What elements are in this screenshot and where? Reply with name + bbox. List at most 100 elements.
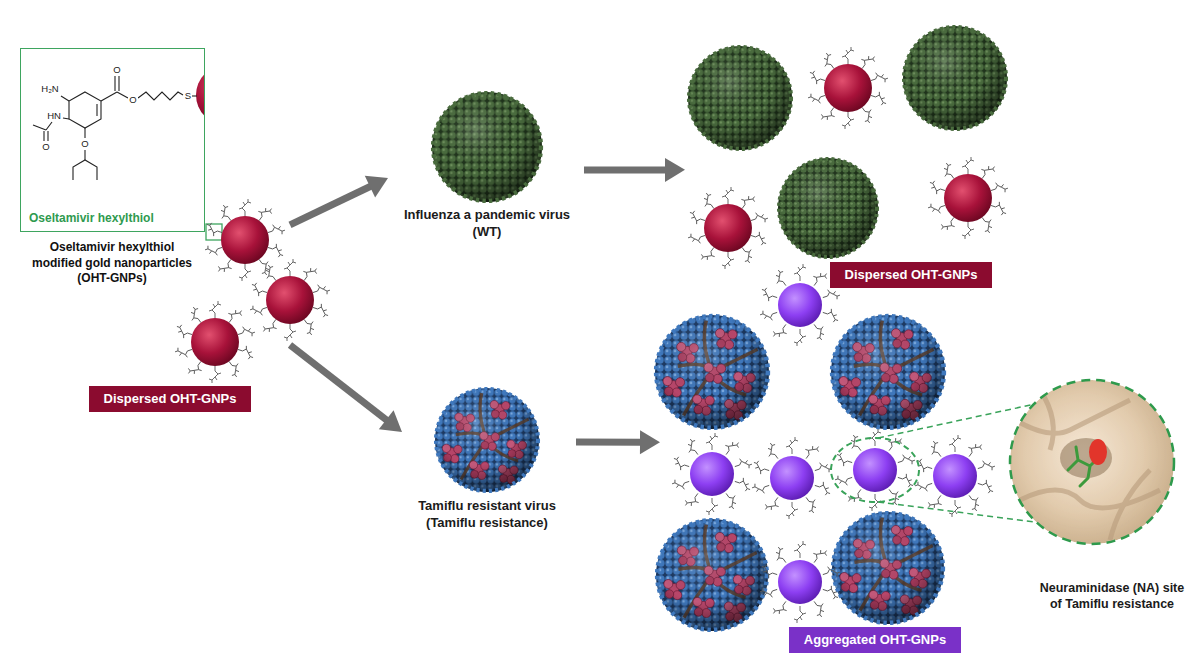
use-shape: [751, 437, 833, 519]
use-shape: [903, 26, 1007, 130]
ellipse-shape: [1060, 438, 1112, 478]
line-shape: [117, 92, 128, 98]
text-slot: Dispersed OHT-GNPs: [89, 386, 252, 412]
text-slot: Tamiflu resistant virus (Tamiflu resista…: [402, 498, 572, 532]
circle-shape: [196, 65, 205, 125]
virus-node: Tamiflu resistant virus (Tamiflu resista…: [402, 384, 576, 546]
use-shape: [807, 47, 889, 129]
arrow-head: [365, 176, 388, 198]
use-shape: [656, 519, 768, 631]
use-shape: [655, 315, 769, 429]
line-shape: [192, 95, 197, 96]
atom-label: O: [128, 95, 137, 105]
virus-caption: Tamiflu resistant virus (Tamiflu resista…: [402, 498, 572, 532]
oseltamivir-structure: [33, 76, 197, 180]
zoom-inset: Neuraminidase (NA) site of Tamiflu resis…: [1005, 376, 1195, 621]
line-shape: [84, 150, 85, 160]
virus-caption: Influenza a pandemic virus (WT): [397, 207, 577, 241]
atom-label: S: [184, 91, 192, 101]
flow-arrow: [290, 176, 388, 225]
use-shape: [204, 199, 286, 281]
use-shape: [832, 512, 944, 624]
g-shape: [1015, 390, 1160, 540]
inset-caption: Neuraminidase (NA) site of Tamiflu resis…: [1036, 580, 1188, 613]
line-shape: [47, 131, 48, 141]
text-slot: Neuraminidase (NA) site of Tamiflu resis…: [1036, 580, 1188, 613]
line-shape: [84, 128, 85, 138]
path-shape: [1110, 470, 1150, 540]
line-shape: [96, 104, 97, 116]
atom-label: O: [41, 142, 50, 152]
use-shape: [688, 46, 792, 150]
zoom-ellipse: [831, 438, 919, 502]
use-shape: [759, 541, 841, 623]
status-badge: Dispersed OHT-GNPs: [89, 386, 252, 412]
zoom-circle: [1010, 380, 1174, 544]
arrow-shaft: [290, 345, 388, 421]
text-slot: Dispersed OHT-GNPs: [830, 262, 993, 288]
use-shape: [249, 259, 331, 341]
use-shape: [174, 301, 256, 383]
atom-label: O: [80, 139, 89, 149]
gnp-group: Oseltamivir hexylthiol modified gold nan…: [15, 40, 290, 418]
flow-arrow: [576, 430, 660, 454]
arrow-shaft: [584, 166, 667, 173]
atom-label: O: [112, 65, 121, 75]
arrow-head: [640, 430, 660, 454]
use-shape: [687, 187, 769, 269]
circle-shape: [1010, 380, 1174, 544]
text-slot: O: [41, 142, 50, 152]
atom-label: HN: [46, 111, 62, 121]
line-shape: [46, 122, 52, 130]
line-shape: [101, 92, 117, 101]
use-shape: [831, 315, 945, 429]
use-shape: [778, 158, 878, 258]
use-shape: [834, 429, 916, 511]
text-slot: O: [128, 95, 137, 105]
arrow-shaft: [576, 438, 642, 445]
path-shape: [1040, 390, 1053, 450]
result-group: Aggregated OHT-GNPs: [660, 294, 990, 657]
use-shape: [914, 435, 996, 517]
protein-surface: [1010, 380, 1174, 544]
arrow-head: [379, 410, 402, 432]
line-shape: [114, 76, 115, 91]
node-label: Oseltamivir hexylthiol modified gold nan…: [26, 240, 198, 287]
text-slot: S: [184, 91, 192, 101]
flow-arrow: [584, 158, 685, 182]
status-badge: Aggregated OHT-GNPs: [789, 627, 961, 653]
inset-title: Oseltamivir hexylthiol: [29, 211, 154, 225]
status-badge: Dispersed OHT-GNPs: [830, 262, 993, 288]
result-group: Dispersed OHT-GNPs: [685, 20, 1015, 292]
line-shape: [61, 96, 69, 101]
line-shape: [43, 131, 44, 141]
text-slot: Aggregated OHT-GNPs: [789, 627, 961, 653]
text-slot: O: [112, 65, 121, 75]
text-slot: HN: [46, 111, 62, 121]
arrow-shaft: [290, 186, 372, 225]
inset-ground: [20, 48, 205, 232]
zoom-line: [878, 502, 1035, 522]
text-slot: H₂N: [40, 84, 59, 94]
use-shape: [432, 92, 542, 202]
ellipse-shape: [1089, 439, 1107, 465]
path-shape: [138, 92, 183, 100]
path-shape: [1020, 490, 1160, 508]
line-shape: [63, 118, 69, 119]
structure-inset: Oseltamivir hexylthiol: [20, 48, 205, 232]
use-shape: [671, 433, 753, 515]
use-shape: [435, 388, 539, 492]
atom-label: H₂N: [40, 84, 59, 94]
path-shape: [73, 160, 97, 180]
inset-particle: [196, 65, 205, 125]
zoom-line: [878, 404, 1035, 438]
flow-arrow: [290, 345, 402, 432]
line-shape: [118, 76, 119, 91]
virus-node: Influenza a pandemic virus (WT): [388, 88, 584, 248]
polygon-shape: [69, 92, 101, 128]
text-slot: O: [80, 139, 89, 149]
line-shape: [33, 125, 46, 130]
